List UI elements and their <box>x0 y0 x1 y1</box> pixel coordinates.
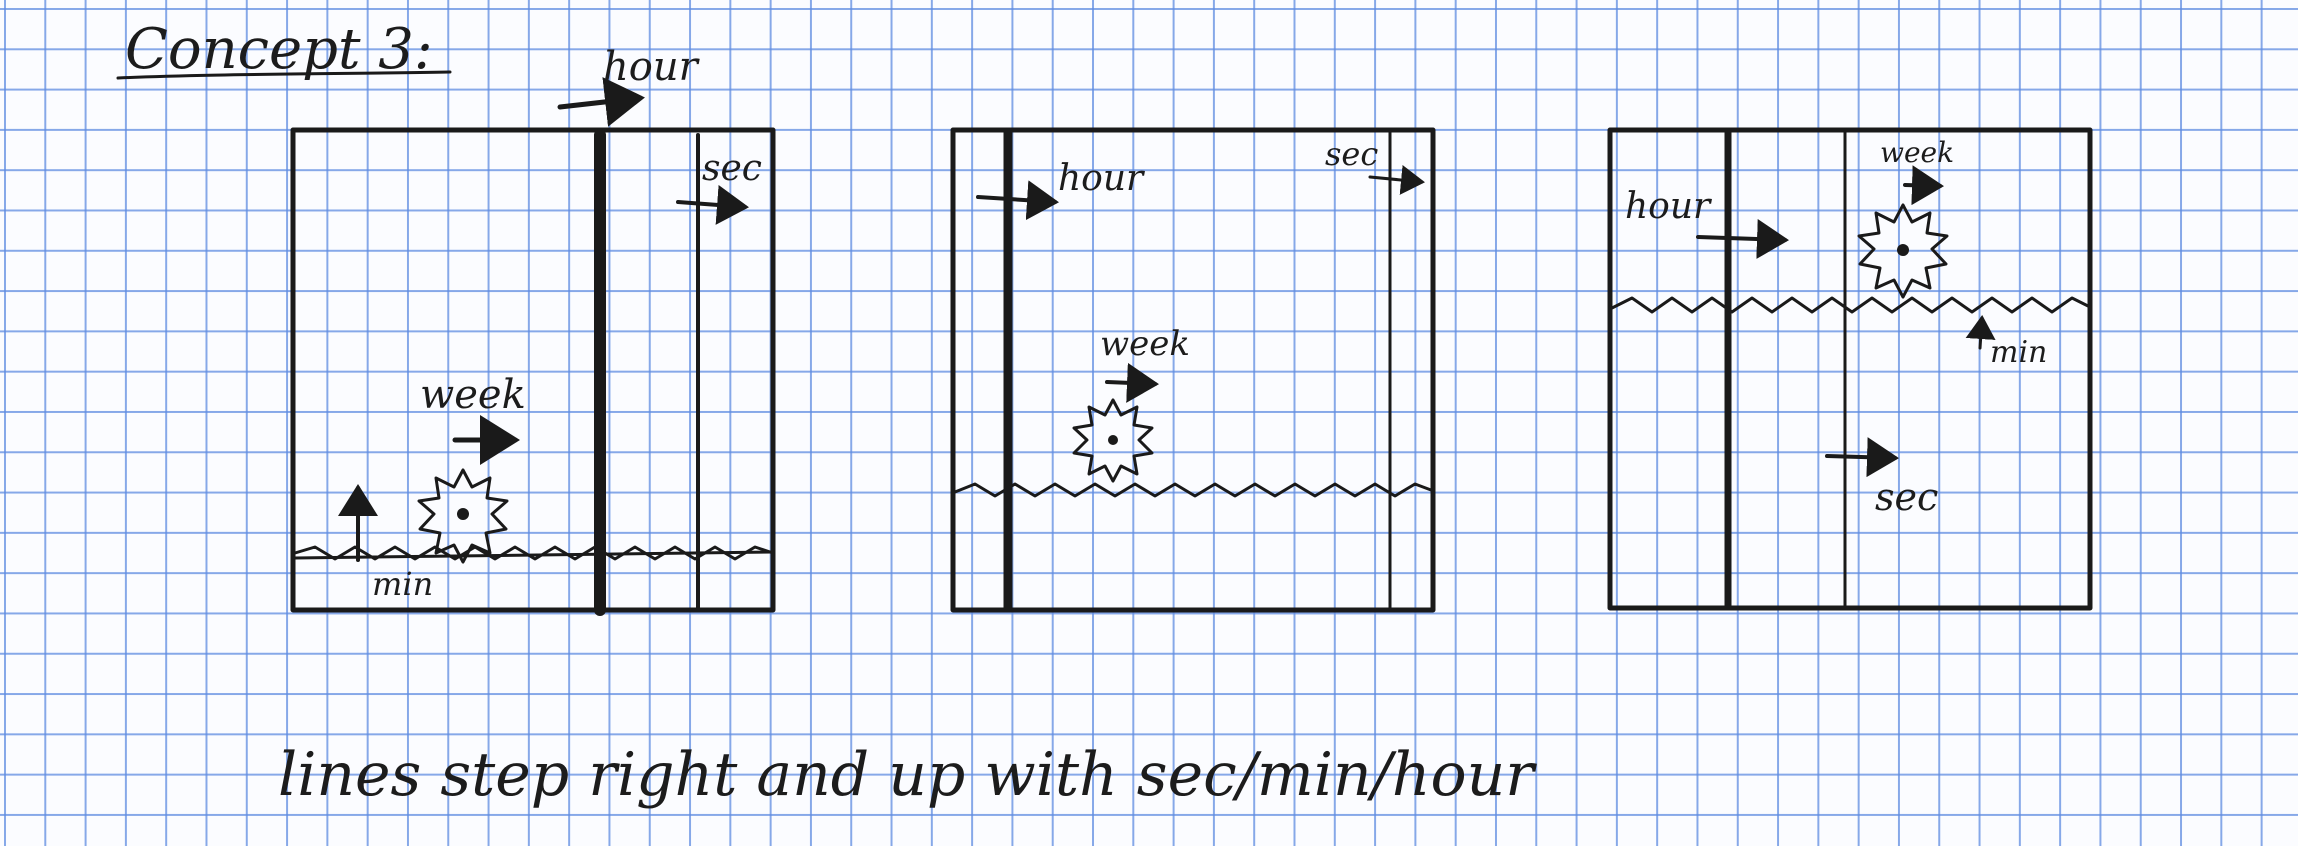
panel-1-label-sec: sec <box>702 148 762 189</box>
panel-2-gear-icon <box>1074 400 1152 481</box>
caption: lines step right and up with sec/min/hou… <box>278 740 1537 810</box>
panel-2: hour sec week <box>953 130 1433 610</box>
panel-3-label-hour: hour <box>1625 186 1712 227</box>
panel-3-label-min: min <box>1990 335 2047 370</box>
panel-3-zigzag <box>1612 298 2088 312</box>
panel-3-label-sec: sec <box>1875 475 1938 519</box>
panel-2-sec-arrow <box>1370 177 1422 182</box>
panel-1-label-min: min <box>372 565 433 603</box>
panel-2-week-arrow <box>1107 382 1155 384</box>
panel-3-hour-arrow <box>1698 237 1785 240</box>
panel-1: hour sec week min <box>293 44 773 610</box>
panel-1-label-hour: hour <box>603 44 701 90</box>
panel-1-sec-arrow <box>678 202 745 207</box>
panel-3-label-week: week <box>1880 136 1954 169</box>
panel-1-label-week: week <box>420 372 526 418</box>
panel-1-hour-arrow <box>560 98 640 107</box>
panel-2-label-sec: sec <box>1325 135 1378 173</box>
panel-2-zigzag <box>955 484 1431 496</box>
panel-2-label-week: week <box>1100 324 1190 364</box>
panel-3-min-arrow <box>1980 318 1982 348</box>
panel-2-hour-arrow <box>978 197 1055 202</box>
panel-3: hour week min sec <box>1610 130 2090 608</box>
panel-3-gear-icon <box>1859 205 1947 297</box>
panel-3-sec-arrow <box>1827 456 1895 458</box>
panel-3-week-arrow <box>1905 185 1940 186</box>
panel-2-label-hour: hour <box>1058 158 1145 199</box>
